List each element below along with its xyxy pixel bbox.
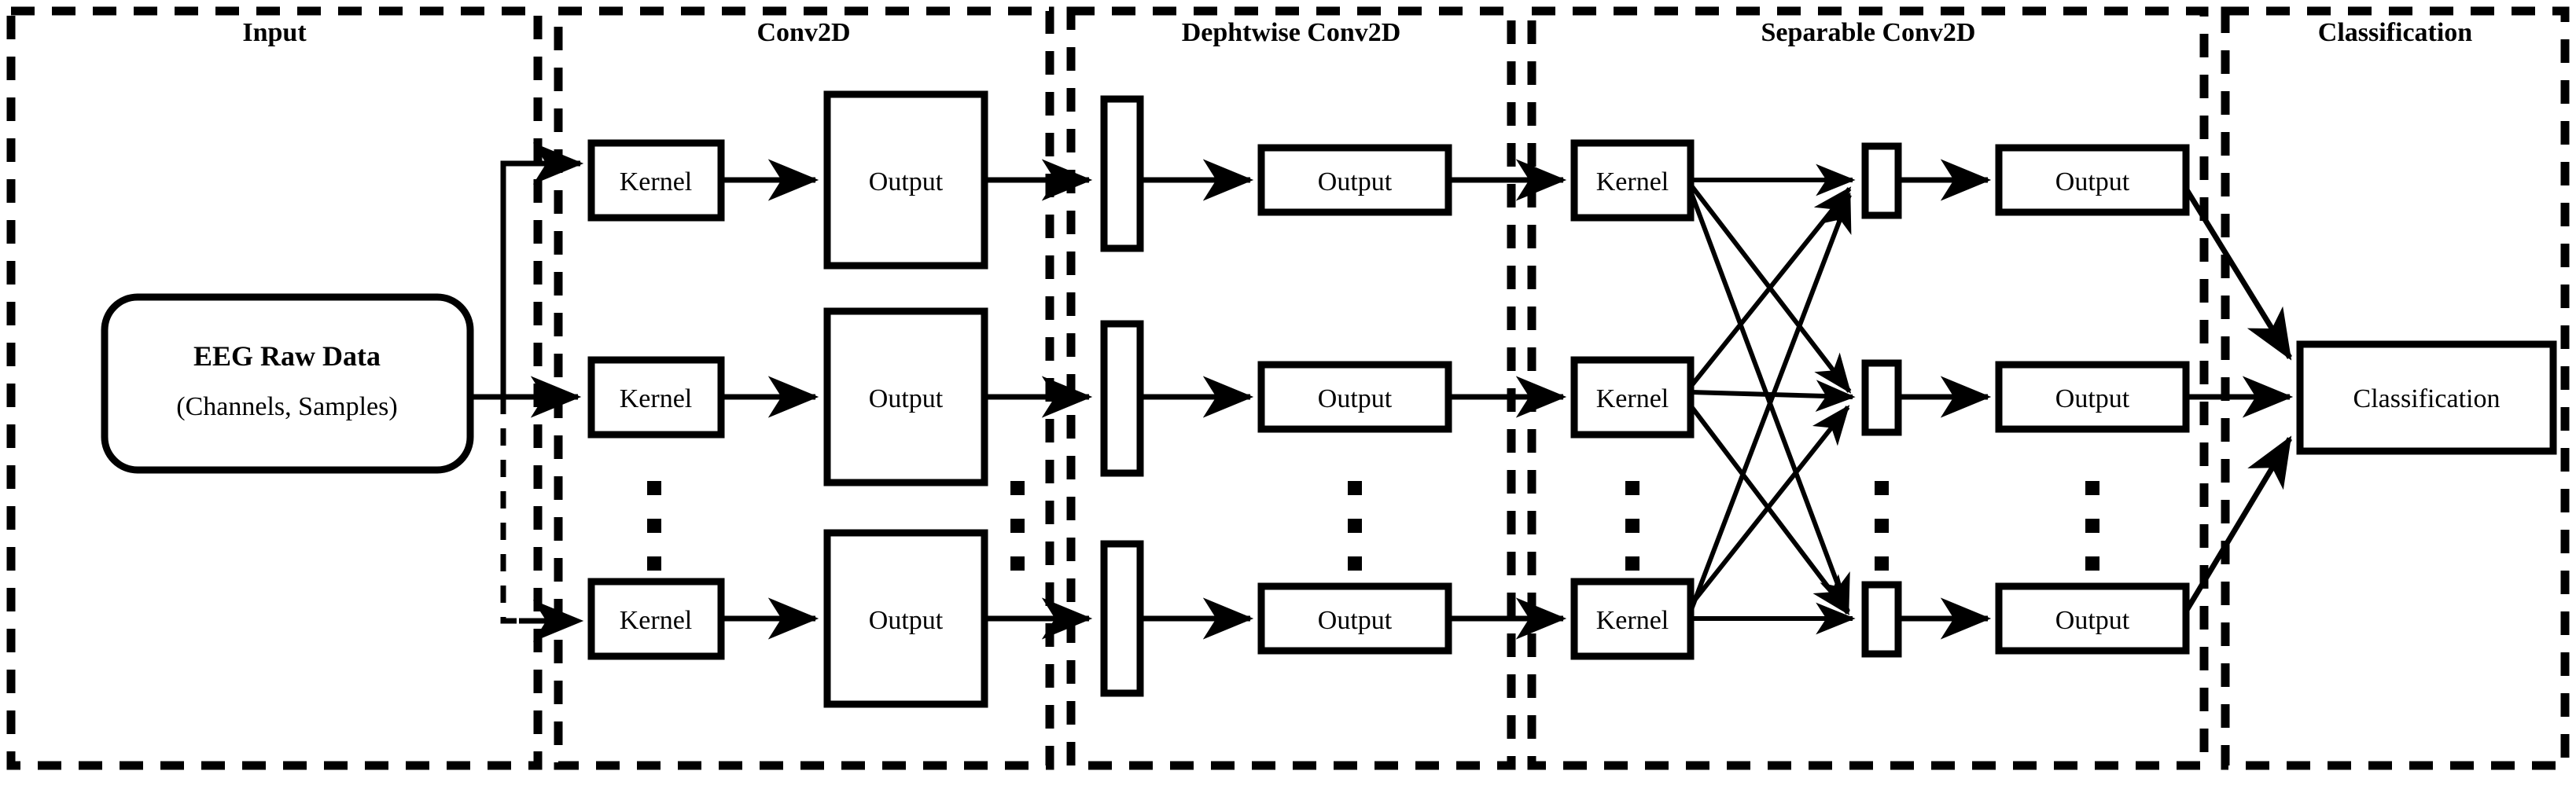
conv2d-output-box-3[interactable] bbox=[823, 529, 988, 708]
depthwise-output-label-1: Output bbox=[1318, 167, 1393, 196]
separable-fully-connected-edges bbox=[1688, 163, 1856, 635]
section-title-classification: Classification bbox=[2318, 18, 2473, 47]
separable-output-label-2: Output bbox=[2055, 384, 2130, 413]
conv2d-kernel-ellipsis bbox=[647, 481, 661, 571]
eeg-raw-data-shape: (Channels, Samples) bbox=[176, 392, 397, 421]
separable-output-box-1[interactable] bbox=[1995, 144, 2190, 216]
section-title-conv2d: Conv2D bbox=[756, 18, 850, 47]
conv2d-kernel-box-3[interactable] bbox=[587, 578, 725, 660]
separable-pointwise-bar-1[interactable] bbox=[1861, 142, 1902, 219]
separable-output-label-1: Output bbox=[2055, 167, 2130, 196]
separable-kernel-label-2: Kernel bbox=[1596, 384, 1669, 413]
separable-output-box-3[interactable] bbox=[1995, 582, 2190, 655]
conv2d-output-label-3: Output bbox=[869, 606, 944, 635]
conv2d-kernel-label-2: Kernel bbox=[620, 384, 693, 413]
conv2d-kernel-label-3: Kernel bbox=[620, 606, 693, 635]
depthwise-output-label-3: Output bbox=[1318, 606, 1393, 635]
depthwise-output-ellipsis bbox=[1348, 481, 1362, 571]
depthwise-kernel-bar-1[interactable] bbox=[1100, 95, 1144, 252]
separable-pointwise-bar-2[interactable] bbox=[1861, 359, 1902, 436]
separable-kernel-ellipsis bbox=[1625, 481, 1639, 571]
section-border-classification bbox=[2221, 6, 2570, 770]
separable-pointwise-bar-3[interactable] bbox=[1861, 581, 1902, 658]
eeg-raw-data-box[interactable] bbox=[101, 293, 474, 474]
section-title-separable: Separable Conv2D bbox=[1761, 18, 1976, 47]
output-to-classification-1 bbox=[2184, 187, 2292, 361]
separable-kernel-label-1: Kernel bbox=[1596, 167, 1669, 196]
conv2d-kernel-label-1: Kernel bbox=[620, 167, 693, 196]
separable-output-label-3: Output bbox=[2055, 606, 2130, 635]
section-title-depthwise: Dephtwise Conv2D bbox=[1182, 18, 1401, 47]
classification-box-label: Classification bbox=[2353, 384, 2501, 413]
output-to-classification-3 bbox=[2183, 435, 2293, 613]
classification-box[interactable] bbox=[2296, 340, 2557, 455]
separable-kernel-box-2[interactable] bbox=[1570, 356, 1695, 439]
section-title-input: Input bbox=[242, 18, 307, 47]
separable-pointwise-ellipsis bbox=[1875, 481, 1889, 571]
eeg-raw-data-title: EEG Raw Data bbox=[193, 340, 381, 372]
separable-kernel-label-3: Kernel bbox=[1596, 606, 1669, 635]
depthwise-output-label-2: Output bbox=[1318, 384, 1393, 413]
depthwise-output-box-3[interactable] bbox=[1257, 582, 1452, 655]
conv2d-output-ellipsis bbox=[1010, 481, 1025, 571]
depthwise-kernel-bar-2[interactable] bbox=[1100, 320, 1144, 477]
depthwise-kernel-bar-3[interactable] bbox=[1100, 540, 1144, 697]
conv2d-output-label-2: Output bbox=[869, 384, 944, 413]
conv2d-kernel-box-2[interactable] bbox=[587, 356, 725, 439]
conv2d-output-label-1: Output bbox=[869, 167, 944, 196]
separable-output-ellipsis bbox=[2085, 481, 2099, 571]
input-bus-riser-bottom bbox=[500, 397, 560, 624]
